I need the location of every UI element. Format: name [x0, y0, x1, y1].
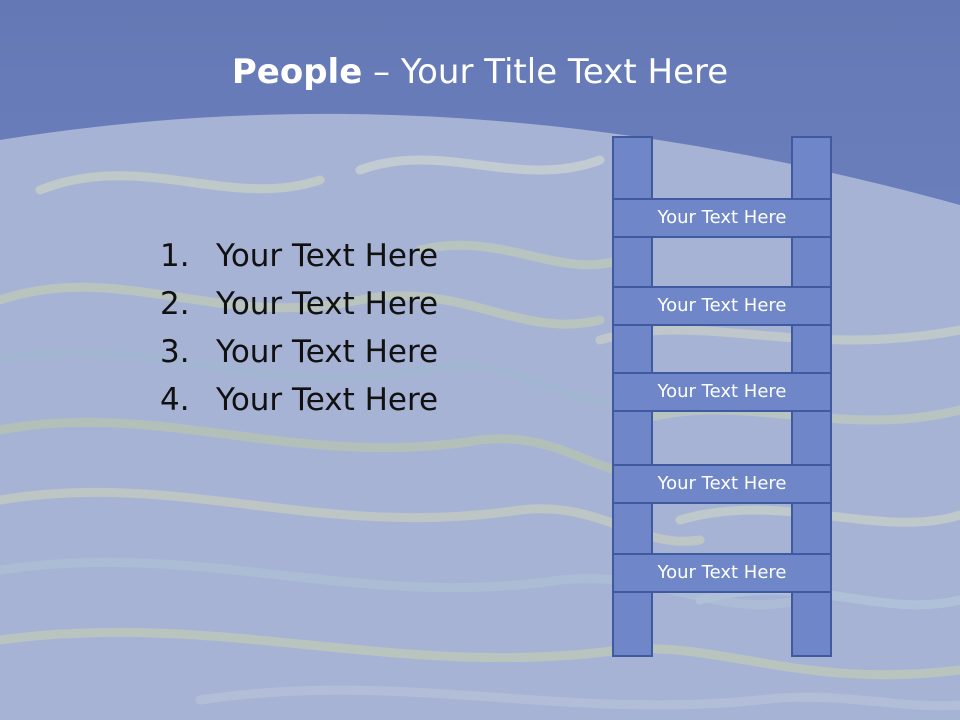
list-item-text: Your Text Here: [216, 286, 439, 322]
ladder-rung: Your Text Here: [612, 198, 832, 238]
list-item: 3. Your Text Here: [160, 330, 438, 378]
list-item-number: 2.: [160, 286, 190, 322]
slide-title: People – Your Title Text Here: [0, 52, 960, 92]
list-item: 4. Your Text Here: [160, 378, 438, 426]
list-item: 2. Your Text Here: [160, 282, 438, 330]
numbered-list: 1. Your Text Here 2. Your Text Here 3. Your…: [160, 234, 438, 426]
title-rest: – Your Title Text Here: [362, 52, 729, 92]
ladder-rung: Your Text Here: [612, 372, 832, 412]
list-item-number: 4.: [160, 382, 190, 418]
ladder-rung: Your Text Here: [612, 553, 832, 593]
ladder-rung: Your Text Here: [612, 464, 832, 504]
list-item-text: Your Text Here: [216, 382, 439, 418]
list-item-text: Your Text Here: [216, 238, 439, 274]
list-item-text: Your Text Here: [216, 334, 439, 370]
list-item-number: 1.: [160, 238, 190, 274]
list-item: 1. Your Text Here: [160, 234, 438, 282]
title-bold: People: [231, 52, 363, 92]
ladder-rung: Your Text Here: [612, 286, 832, 326]
list-item-number: 3.: [160, 334, 190, 370]
